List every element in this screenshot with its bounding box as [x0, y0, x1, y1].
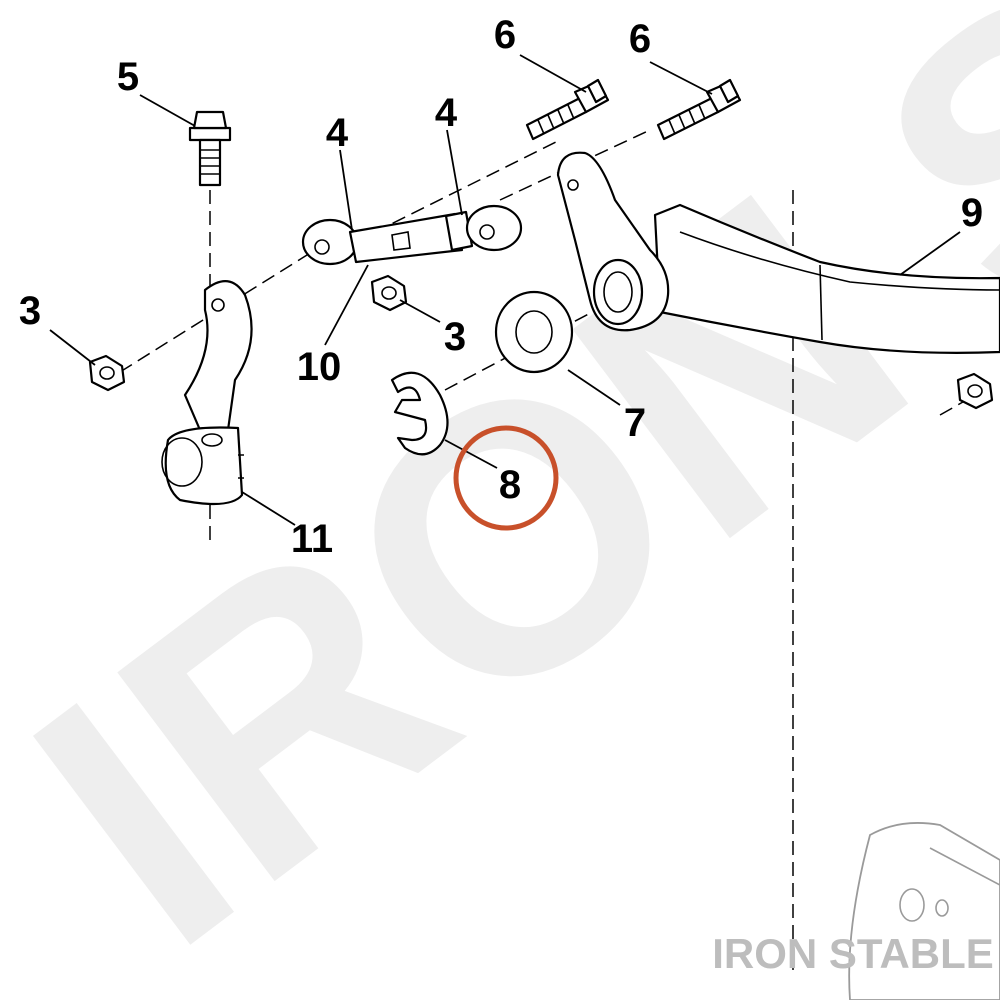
brake-pedal-arm [653, 203, 1000, 354]
callout-3-left: 3 [19, 289, 41, 333]
pivot-bracket [556, 151, 670, 332]
callout-labels: 5 6 6 4 4 9 3 3 10 7 8 11 [19, 13, 983, 561]
bolt-6-left [525, 78, 610, 141]
shift-lever-11 [161, 280, 253, 506]
callout-4-right: 4 [435, 91, 458, 135]
centerline-lower-bolt [499, 129, 651, 201]
callout-7: 7 [624, 401, 646, 445]
brand-watermark: IRON STABLE [712, 930, 994, 977]
e-clip-8 [390, 371, 449, 456]
callout-6-right: 6 [629, 17, 651, 61]
nut-3-right [956, 372, 994, 410]
callout-3-center: 3 [444, 315, 466, 359]
washer-7 [494, 290, 574, 374]
callout-5: 5 [117, 55, 139, 99]
callout-9: 9 [961, 191, 983, 235]
nut-3-center [370, 274, 408, 312]
bolt-6-right [656, 78, 742, 141]
callout-11: 11 [291, 517, 333, 561]
callout-6-left: 6 [494, 13, 516, 57]
callout-10: 10 [297, 345, 342, 389]
shift-rod-assembly [301, 204, 523, 266]
highlight-circle-part-8 [453, 425, 559, 531]
nut-3-left [88, 354, 126, 392]
leader-lines [49, 54, 961, 526]
bolt-5 [188, 110, 232, 187]
callout-8: 8 [499, 463, 521, 507]
callout-4-left: 4 [326, 111, 349, 155]
